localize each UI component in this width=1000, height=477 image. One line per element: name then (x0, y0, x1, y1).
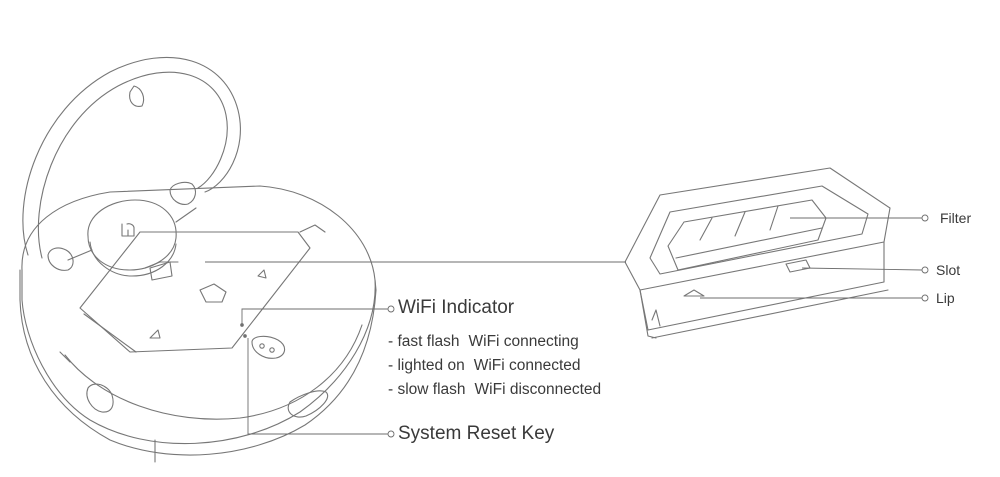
wifi-mode-fast-flash: - fast flash WiFi connecting (388, 333, 579, 351)
leader-wifi (241, 308, 388, 325)
wifi-mode-state: - lighted on (388, 357, 465, 374)
reset-key-and-leds (240, 323, 286, 359)
marker-filter (921, 214, 929, 222)
laser-turret (67, 199, 197, 277)
robot-lid (22, 56, 241, 271)
slot-label: Slot (936, 262, 961, 278)
wifi-mode-meaning: WiFi connecting (468, 333, 579, 350)
wifi-indicator-label: WiFi Indicator (398, 297, 515, 318)
marker-wifi (387, 305, 395, 313)
marker-reset (387, 430, 395, 438)
wifi-mode-state: - fast flash (388, 333, 460, 350)
wifi-mode-meaning: WiFi disconnected (474, 381, 602, 398)
leader-slot (801, 267, 923, 271)
wifi-mode-slow-flash: - slow flash WiFi disconnected (388, 381, 601, 399)
marker-lip (921, 294, 929, 302)
filter-label: Filter (940, 210, 972, 226)
system-reset-key-label: System Reset Key (398, 423, 555, 444)
dust-bin-panel (79, 231, 311, 353)
lip-label: Lip (936, 290, 955, 306)
leader-reset (247, 338, 388, 435)
marker-slot (921, 266, 929, 274)
wifi-mode-state: - slow flash (388, 381, 466, 398)
wifi-mode-meaning: WiFi connected (473, 357, 581, 374)
leader-lines (205, 217, 923, 435)
dust-bin (624, 167, 891, 339)
wifi-mode-lighted-on: - lighted on WiFi connected (388, 357, 581, 375)
robot-body (19, 185, 377, 463)
